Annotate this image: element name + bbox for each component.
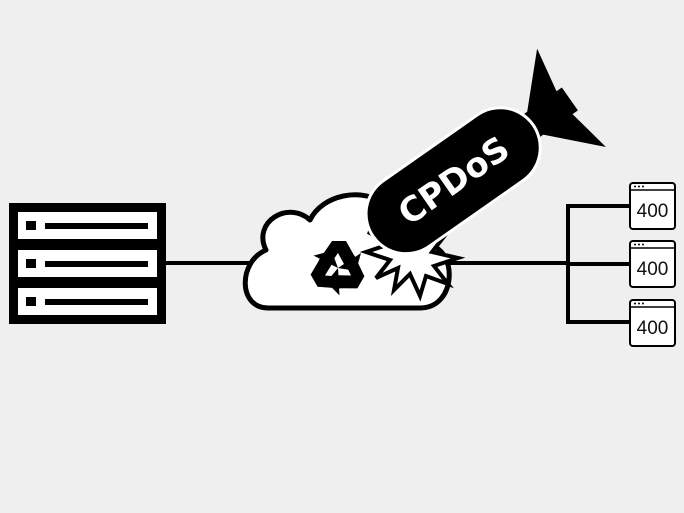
- client-window: 400: [629, 299, 676, 347]
- browser-window-icon: [629, 299, 676, 347]
- client-window: 400: [629, 240, 676, 288]
- browser-window-icon: [629, 240, 676, 288]
- client-status-code: 400: [637, 318, 669, 339]
- server-rack-icon: [9, 203, 166, 324]
- client-status-code: 400: [637, 201, 669, 222]
- client-status-code: 400: [637, 259, 669, 280]
- browser-window-icon: [629, 182, 676, 230]
- client-window: 400: [629, 182, 676, 230]
- recycle-icon: [310, 241, 365, 296]
